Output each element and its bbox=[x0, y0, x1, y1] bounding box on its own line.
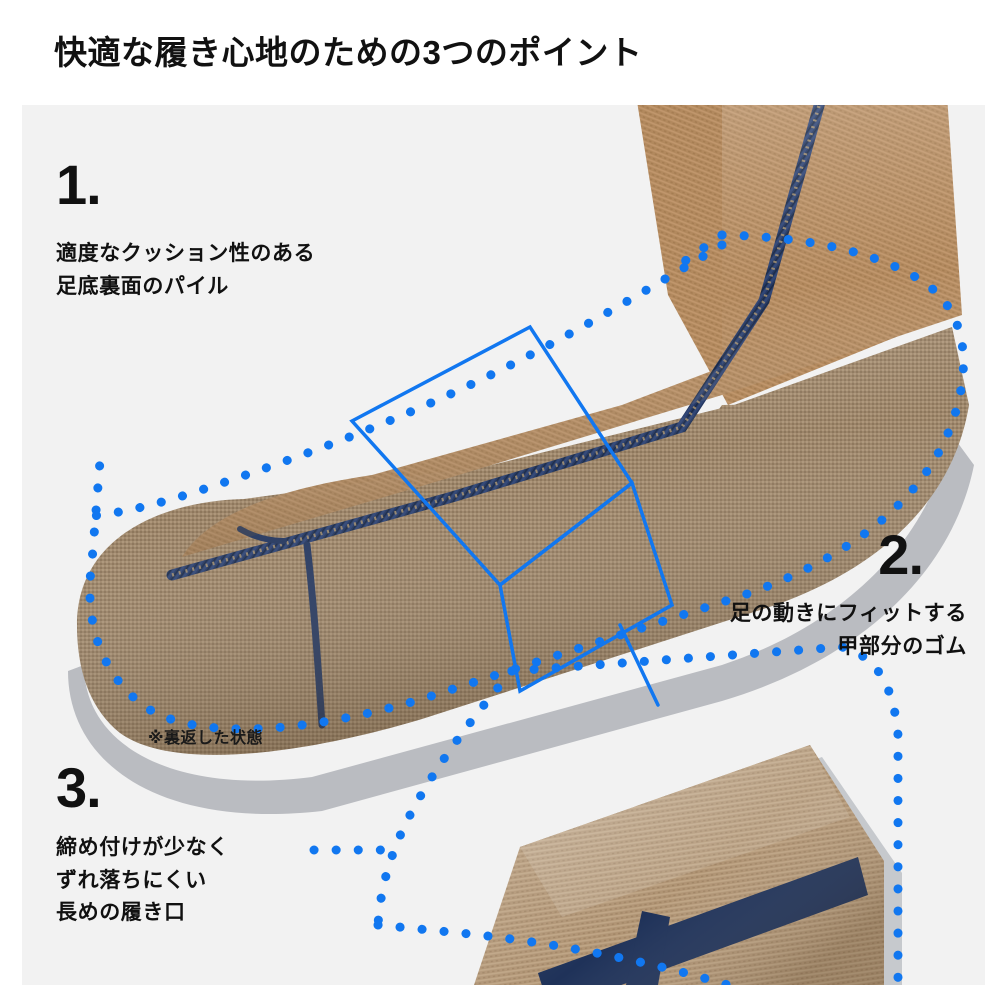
sole-outline-top-edge bbox=[79, 240, 727, 522]
point-3-line-1: 締め付けが少なく bbox=[56, 836, 229, 859]
point-2-number: 2. bbox=[878, 523, 924, 586]
sole-outline-cap bbox=[677, 230, 727, 268]
cuff-outline-top bbox=[507, 642, 903, 985]
point-1-number: 1. bbox=[56, 153, 102, 216]
sock-sole-shading bbox=[77, 327, 969, 755]
point-3-number: 3. bbox=[56, 756, 102, 819]
sock-upper-shading bbox=[182, 105, 962, 557]
sock-photo-illustration bbox=[22, 105, 985, 985]
cuff-shading bbox=[474, 745, 884, 985]
point-2-caption: 足の動きにフィットする 甲部分のゴム bbox=[730, 598, 967, 663]
cuff-sock-photo bbox=[474, 745, 902, 985]
point-3-line-2: ずれ落ちにくい bbox=[56, 868, 207, 892]
point-3-line-3: 長めの履き口 bbox=[56, 901, 186, 925]
point-3-caption: 締め付けが少なく ずれ落ちにくい 長めの履き口 bbox=[56, 832, 229, 930]
callout-rect-lower bbox=[498, 480, 675, 694]
main-sock-photo bbox=[68, 105, 974, 815]
point-1-line-2: 足底裏面のパイル bbox=[56, 274, 229, 298]
photo-note: ※裏返した状態 bbox=[148, 730, 264, 747]
content-panel: 1. 適度なクッション性のある 足底裏面のパイル ※裏返した状態 2. 足の動き… bbox=[22, 105, 985, 985]
dotted-outline-sole-inner bbox=[79, 240, 727, 522]
callout-rectangle bbox=[349, 324, 675, 694]
point-1-caption: 適度なクッション性のある 足底裏面のパイル bbox=[56, 238, 315, 303]
sock-shadow bbox=[68, 435, 974, 815]
point-2-line-1: 足の動きにフィットする bbox=[729, 602, 967, 625]
point-2-line-2: 甲部分のゴム bbox=[837, 634, 967, 658]
dotted-outline-sole bbox=[85, 230, 968, 734]
sole-outline-outer bbox=[85, 230, 968, 734]
page-title: 快適な履き心地のための3つのポイント bbox=[54, 34, 643, 71]
leader-line-point2 bbox=[618, 623, 660, 707]
point-1-line-1: 適度なクッション性のある bbox=[56, 242, 316, 265]
dotted-outline-cuff bbox=[373, 642, 903, 985]
